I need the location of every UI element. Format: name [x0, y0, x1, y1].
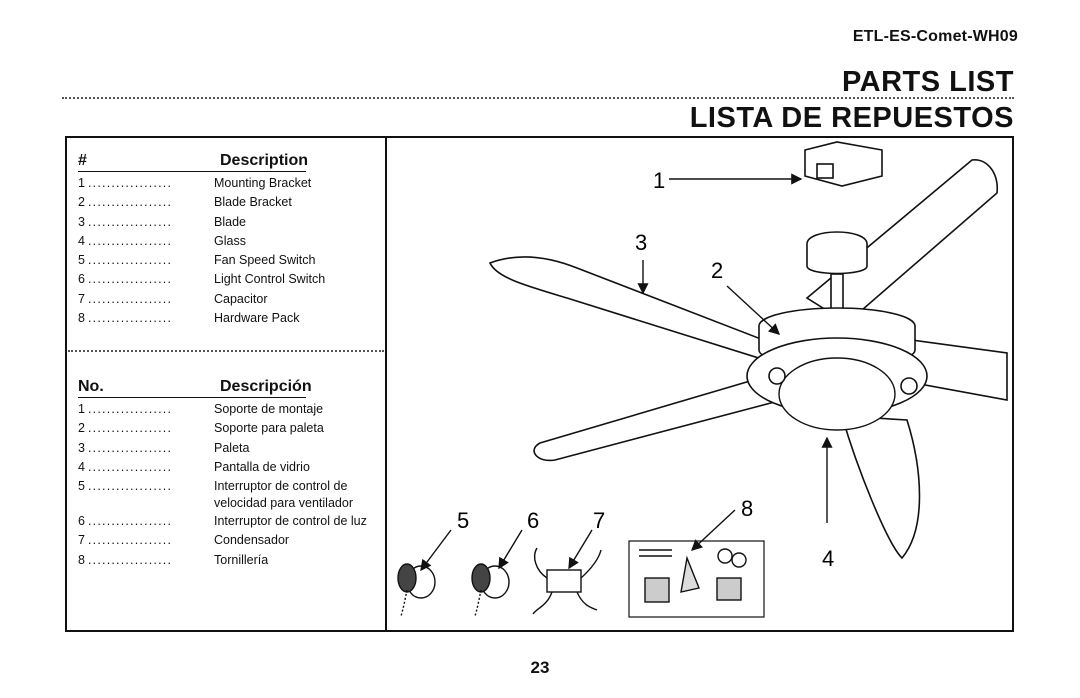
- ceiling-fan-illustration: 1 3 2 4 5 6 7 8: [397, 141, 1008, 618]
- item-number: 1: [78, 402, 85, 416]
- item-description: Fan Speed Switch: [214, 253, 316, 268]
- callout-4: 4: [822, 546, 834, 571]
- callout-1: 1: [653, 168, 665, 193]
- item-description: Capacitor: [214, 291, 268, 306]
- fan-blade: [533, 375, 784, 462]
- list-header-english: # Description: [78, 152, 309, 172]
- item-number: 4: [78, 233, 85, 248]
- list-item: 8.................. Hardware Pack: [78, 309, 382, 328]
- list-item: 6.................. Light Control Switch: [78, 270, 382, 289]
- list-item: 6.................. Interruptor de contro…: [78, 512, 382, 531]
- callout-8: 8: [741, 496, 753, 521]
- col-num-header: No.: [78, 378, 104, 395]
- item-number: 1: [78, 176, 85, 190]
- list-item: 2.................. Blade Bracket: [78, 193, 382, 212]
- page-number: 23: [530, 658, 550, 677]
- title-dotted-rule: [62, 97, 1014, 99]
- item-number: 7: [78, 533, 85, 548]
- item-description: Interruptor de control de luz: [214, 514, 367, 529]
- leader-dots: ..................: [88, 233, 173, 248]
- leader-dots: ..................: [88, 253, 173, 268]
- item-description: Soporte para paleta: [214, 421, 324, 436]
- list-item: 7.................. Capacitor: [78, 290, 382, 309]
- leader-dots: ..................: [88, 195, 173, 210]
- title-lista-de-repuestos: LISTA DE REPUESTOS: [689, 102, 1014, 134]
- item-description: Hardware Pack: [214, 311, 300, 326]
- item-description: Condensador: [214, 533, 290, 548]
- item-number: 6: [78, 272, 85, 287]
- leader-dots: ..................: [88, 214, 173, 229]
- list-item: 3.................. Blade: [78, 213, 382, 232]
- item-description: Glass: [214, 233, 246, 248]
- item-number: 8: [78, 552, 85, 567]
- item-number: 4: [78, 459, 85, 474]
- capacitor: [546, 569, 582, 593]
- canopy: [806, 231, 868, 275]
- item-number: 2: [78, 421, 85, 436]
- col-desc-header: Description: [220, 152, 309, 169]
- col-desc-header: Descripción: [220, 378, 312, 395]
- callout-7: 7: [593, 508, 605, 533]
- leader-dots: ..................: [88, 311, 173, 326]
- item-number: 3: [78, 440, 85, 455]
- item-number: 2: [78, 195, 85, 210]
- list-item: 4.................. Pantalla de vidrio: [78, 458, 382, 477]
- col-num-header: #: [78, 152, 87, 169]
- item-description: Interruptor de control de velocidad para…: [214, 479, 353, 511]
- title-parts-list: PARTS LIST: [841, 66, 1014, 98]
- fan-blade: [840, 415, 921, 560]
- item-description: Paleta: [214, 440, 250, 455]
- parts-list-english: # Description 1.................. Mountin…: [78, 152, 382, 328]
- leader-dots: ..................: [88, 421, 173, 436]
- item-description: Soporte de montaje: [214, 402, 324, 416]
- item-description: Blade: [214, 214, 246, 229]
- leader-dots: ..................: [88, 176, 173, 190]
- parts-frame: [65, 136, 1014, 632]
- item-description: Mounting Bracket: [214, 176, 312, 190]
- item-description: Tornillería: [214, 552, 269, 567]
- fan-blade: [488, 256, 781, 361]
- leader-dots: ..................: [88, 272, 173, 287]
- item-number: 3: [78, 214, 85, 229]
- callout-3: 3: [635, 230, 647, 255]
- item-description: Light Control Switch: [214, 272, 326, 287]
- frame-divider-vertical: [385, 136, 387, 632]
- list-divider-dotted: [68, 350, 384, 352]
- item-number: 5: [78, 479, 85, 494]
- item-description: Blade Bracket: [214, 195, 292, 210]
- leader-dots: ..................: [88, 440, 173, 455]
- leader-dots: ..................: [88, 479, 173, 494]
- item-number: 6: [78, 514, 85, 529]
- item-number: 7: [78, 291, 85, 306]
- list-item: 7.................. Condensador: [78, 531, 382, 550]
- callout-2: 2: [711, 258, 723, 283]
- model-number: ETL-ES-Comet-WH09: [852, 28, 1018, 45]
- list-item: 3.................. Paleta: [78, 439, 382, 458]
- leader-dots: ..................: [88, 291, 173, 306]
- parts-list-spanish: No. Descripción 1.................. Sopor…: [78, 378, 382, 570]
- list-item: 4.................. Glass: [78, 232, 382, 251]
- item-description: Pantalla de vidrio: [214, 459, 310, 474]
- list-item: 1.................. Soporte de montaje: [78, 400, 382, 419]
- glass-shade: [778, 357, 896, 431]
- callout-6: 6: [527, 508, 539, 533]
- leader-dots: ..................: [88, 514, 173, 529]
- item-number: 5: [78, 253, 85, 268]
- leader-dots: ..................: [88, 459, 173, 474]
- list-item: 5.................. Fan Speed Switch: [78, 251, 382, 270]
- list-item: 5.................. Interruptor de contro…: [78, 477, 382, 512]
- leader-dots: ..................: [88, 402, 173, 416]
- callout-5: 5: [457, 508, 469, 533]
- list-item: 8.................. Tornillería: [78, 551, 382, 570]
- list-item: 1.................. Mounting Bracket: [78, 174, 382, 193]
- list-item: 2.................. Soporte para paleta: [78, 419, 382, 438]
- leader-dots: ..................: [88, 533, 173, 548]
- fan-blade: [805, 159, 998, 324]
- item-number: 8: [78, 311, 85, 326]
- leader-dots: ..................: [88, 552, 173, 567]
- list-header-spanish: No. Descripción: [78, 378, 312, 398]
